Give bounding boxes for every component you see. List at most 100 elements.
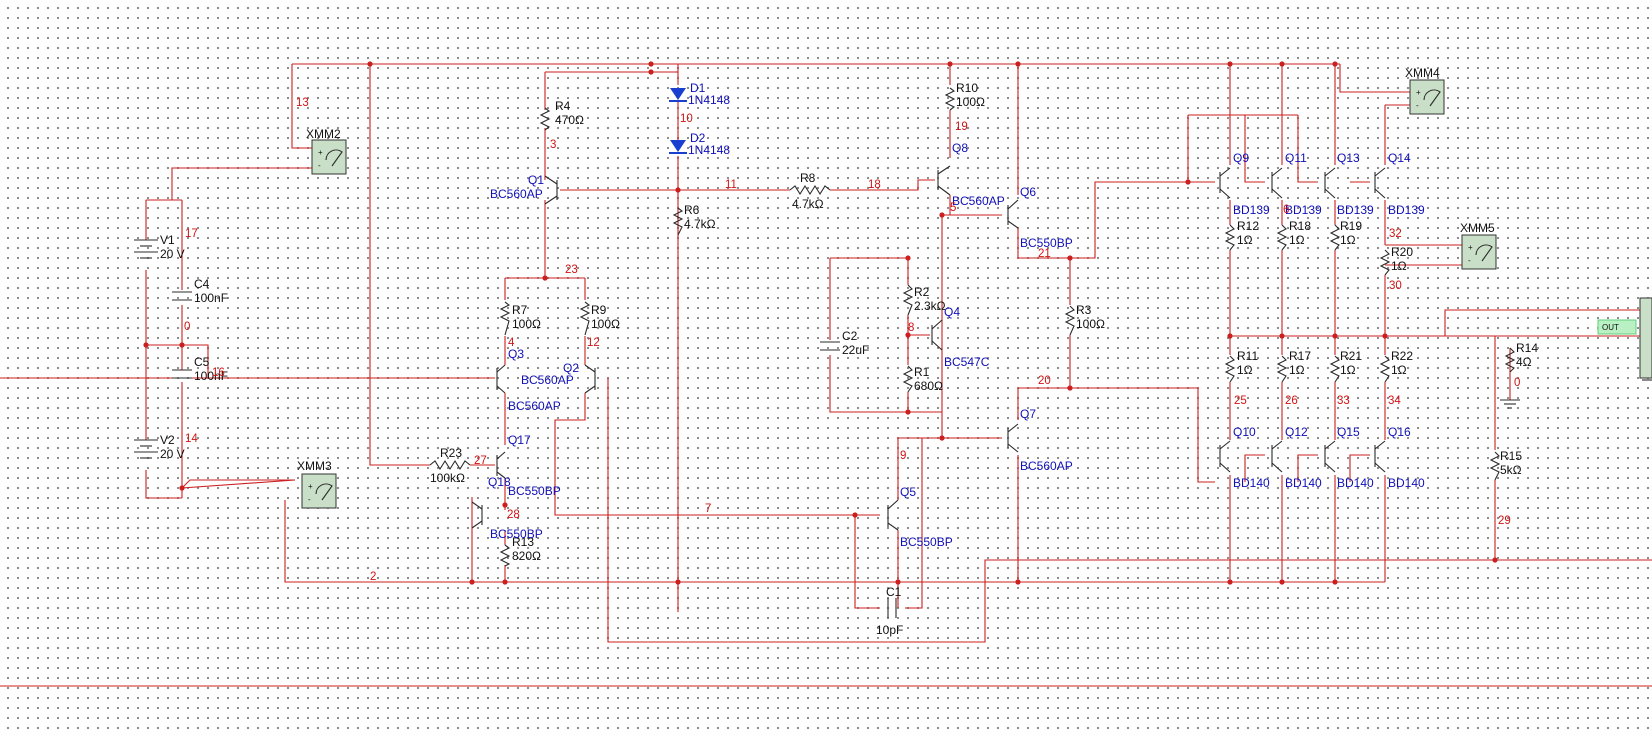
wires: [0, 63, 1652, 687]
net-label: 9: [900, 450, 906, 462]
label-r19-value: 1Ω: [1340, 233, 1356, 247]
label-r4-value: 470Ω: [555, 113, 584, 127]
label-c5-ref: C5: [194, 355, 210, 369]
label-r10-value: 100Ω: [956, 95, 985, 109]
label-q16-part: BD140: [1388, 476, 1425, 490]
label-c4-value: 100nF: [194, 291, 228, 305]
label-xmm2: XMM2: [306, 127, 341, 141]
label-q12-part: BD140: [1285, 476, 1322, 490]
output-probe[interactable]: OUT: [1597, 297, 1652, 379]
net-label: 6: [1283, 204, 1289, 216]
label-r23-value: 100kΩ: [430, 471, 465, 485]
net-label: 8: [908, 322, 914, 334]
label-r7-ref: R7: [512, 303, 528, 317]
label-d2-ref: D2: [690, 131, 706, 145]
label-r1-ref: R1: [914, 365, 930, 379]
net-label: 19: [955, 121, 968, 133]
label-q13-part: BD139: [1337, 203, 1374, 217]
label-r22-ref: R22: [1391, 349, 1413, 363]
label-r3-ref: R3: [1076, 303, 1092, 317]
net-label: 30: [1389, 280, 1402, 292]
label-q7-ref: Q7: [1020, 407, 1036, 421]
label-xmm5: XMM5: [1460, 221, 1495, 235]
net-label: 18: [868, 179, 881, 191]
label-r15-ref: R15: [1500, 449, 1522, 463]
label-q9-ref: Q9: [1233, 151, 1249, 165]
net-label: 33: [1337, 395, 1350, 407]
label-r1-value: 680Ω: [914, 379, 943, 393]
multimeter-xmm3[interactable]: + -: [301, 473, 337, 509]
label-q10-part: BD140: [1233, 476, 1270, 490]
label-q6-part: BC550BP: [1020, 236, 1073, 250]
meter-plus: +: [1468, 243, 1473, 252]
label-d1-ref: D1: [690, 81, 706, 95]
label-r14-ref: R14: [1516, 341, 1538, 355]
label-r4-ref: R4: [555, 99, 571, 113]
multimeter-xmm2[interactable]: + -: [311, 139, 347, 175]
net-label: 34: [1388, 395, 1401, 407]
label-c2-ref: C2: [842, 329, 858, 343]
net-label: 25: [1234, 395, 1247, 407]
net-label: 21: [1038, 248, 1051, 260]
label-q18-ref: Q18: [488, 475, 511, 489]
net-label: 23: [565, 264, 578, 276]
battery-symbols: [134, 239, 158, 459]
label-c5-value: 100nF: [194, 369, 228, 383]
net-label: 28: [507, 509, 520, 521]
net-label: 7: [705, 503, 711, 515]
label-q14-part: BD139: [1388, 203, 1425, 217]
label-r23-ref: R23: [440, 446, 462, 460]
net-label: 5: [950, 202, 956, 214]
label-q11-ref: Q11: [1285, 151, 1307, 165]
label-r14-value: 4Ω: [1516, 355, 1532, 369]
label-r11-ref: R11: [1237, 349, 1258, 363]
label-r20-value: 1Ω: [1391, 259, 1407, 273]
label-q16-ref: Q16: [1388, 425, 1411, 439]
net-label: 0: [184, 321, 190, 333]
net-label: 13: [296, 97, 309, 109]
label-q13-ref: Q13: [1337, 151, 1360, 165]
label-q3-part: BC560AP: [508, 399, 561, 413]
meter-minus: -: [1416, 101, 1419, 110]
label-r8-value: 4.7kΩ: [792, 197, 824, 211]
net-label: 3: [550, 139, 556, 151]
meter-minus: -: [308, 495, 311, 504]
label-r13-value: 820Ω: [512, 549, 541, 563]
label-c2-value: 22uF: [842, 343, 869, 357]
label-q15-ref: Q15: [1337, 425, 1360, 439]
label-q15-part: BD140: [1337, 476, 1374, 490]
meter-plus: +: [318, 148, 323, 157]
label-xmm3: XMM3: [297, 459, 332, 473]
multimeter-xmm4[interactable]: + -: [1409, 79, 1445, 115]
multimeter-xmm5[interactable]: + -: [1461, 234, 1497, 270]
label-r12-ref: R12: [1237, 219, 1259, 233]
label-r10-ref: R10: [956, 81, 978, 95]
net-label: 2: [370, 571, 376, 583]
meter-plus: +: [308, 482, 313, 491]
label-v1-ref: V1: [160, 233, 175, 247]
label-d1-part: 1N4148: [688, 93, 730, 107]
label-q6-ref: Q6: [1020, 185, 1036, 199]
label-q1-part: BC560AP: [490, 187, 543, 201]
label-q4-part: BC547C: [944, 355, 990, 369]
label-v1-value: 20 V: [160, 247, 185, 261]
label-r15-value: 5kΩ: [1500, 463, 1522, 477]
resistor-symbols: [429, 87, 1516, 567]
label-q2-part: BC560AP: [521, 373, 574, 387]
label-r18-value: 1Ω: [1289, 233, 1305, 247]
junctions: [143, 61, 1498, 585]
label-q7-part: BC560AP: [1020, 459, 1073, 473]
label-r17-ref: R17: [1289, 349, 1311, 363]
capacitor-symbols: [172, 291, 897, 618]
label-q14-ref: Q14: [1388, 151, 1411, 165]
net-label: 12: [587, 337, 600, 349]
label-q4-ref: Q4: [944, 305, 960, 319]
label-v2-value: 20 V: [160, 447, 185, 461]
label-q18-part: BC550BP: [490, 527, 543, 541]
label-q17-ref: Q17: [508, 433, 531, 447]
diode-symbols: [669, 88, 687, 154]
net-label: 20: [1038, 375, 1051, 387]
label-q1-ref: Q1: [528, 173, 544, 187]
